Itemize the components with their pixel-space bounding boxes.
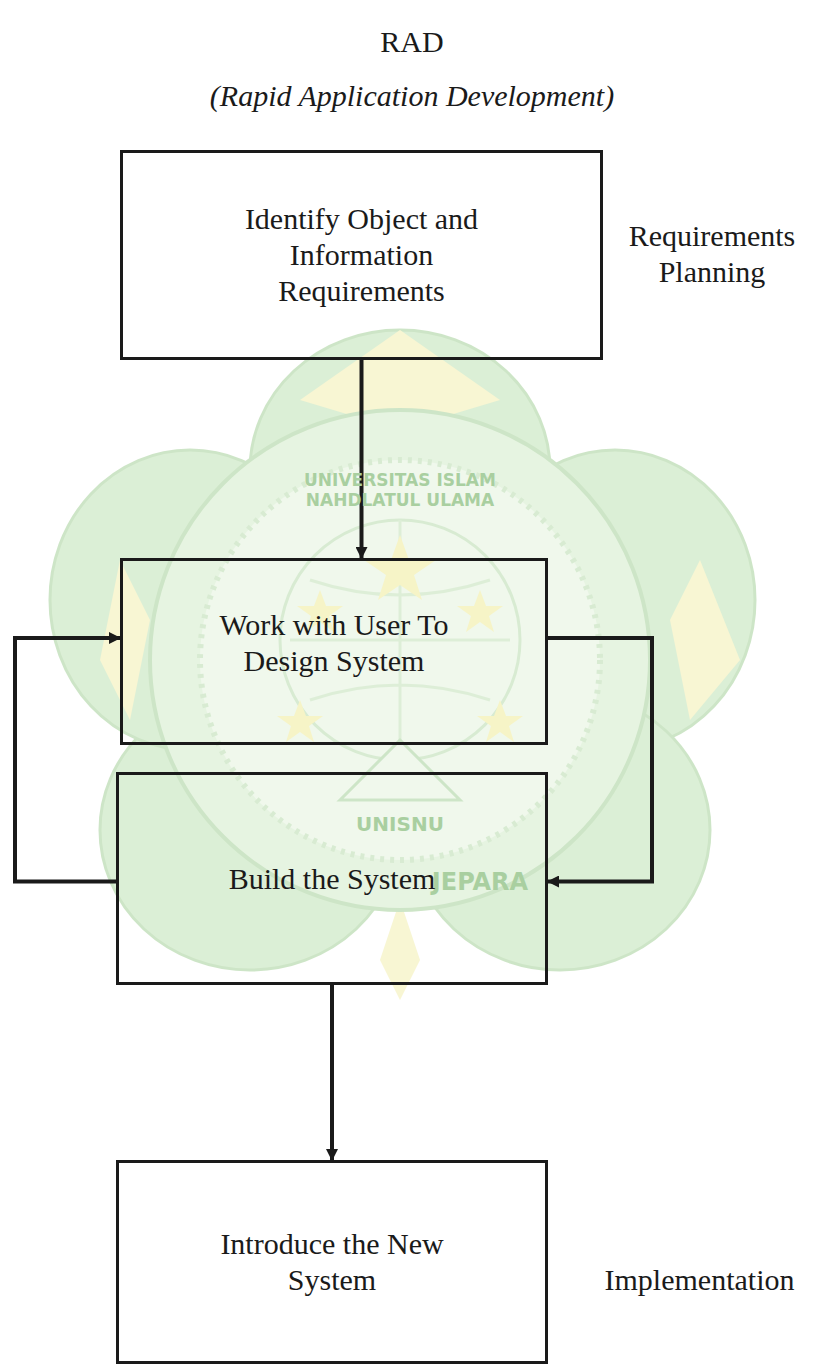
process-box: Identify Object and Information Requirem…	[120, 150, 603, 360]
box-text: Build the System	[219, 855, 446, 903]
box-text: Introduce the New System	[202, 1220, 462, 1304]
watermark-text: JEPARA	[420, 868, 540, 896]
subtitle: (Rapid Application Development)	[0, 78, 824, 114]
phase-label: Requirements Planning	[600, 218, 824, 290]
process-box: Work with User To Design System	[120, 558, 548, 745]
watermark-text: UNIVERSITAS ISLAM NAHDLATUL ULAMA	[250, 470, 550, 510]
flow-arrow	[330, 985, 334, 1160]
flow-arrow	[360, 360, 364, 558]
box-text: Work with User To Design System	[184, 601, 484, 685]
phase-label: Implementation	[575, 1262, 824, 1298]
watermark-text: UNISNU	[340, 812, 460, 836]
diagram-title: RAD	[0, 24, 824, 60]
box-text: Identify Object and Information Requirem…	[217, 195, 507, 315]
process-box: Build the System	[116, 772, 548, 985]
flow-arrow	[15, 638, 120, 882]
process-box: Introduce the New System	[116, 1160, 548, 1364]
flow-arrow	[548, 638, 652, 882]
